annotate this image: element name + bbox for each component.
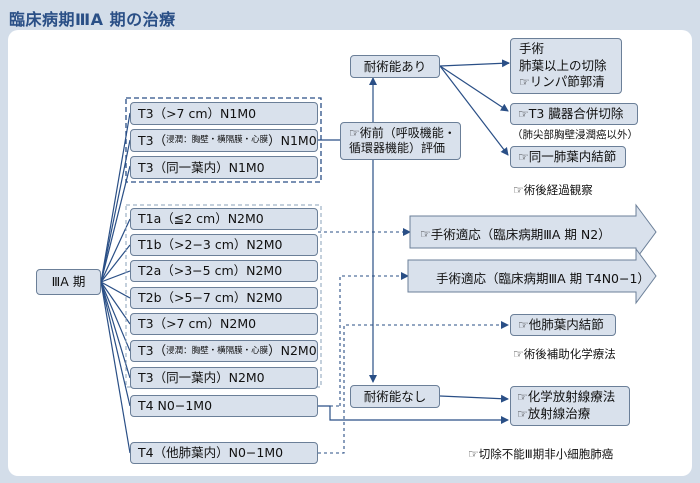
fan-line xyxy=(100,281,131,299)
ref-icon: ☞ xyxy=(513,347,524,361)
fan-line xyxy=(100,281,131,454)
inoperable-box[interactable]: 耐術能なし xyxy=(350,385,440,408)
group2-item-label: T1b（>2−3 cm）N2M0 xyxy=(138,237,283,253)
group2-item-suffix: ）N2M0 xyxy=(268,343,317,359)
fan-line xyxy=(100,139,131,283)
group1-item[interactable]: T3（>7 cm）N1M0 xyxy=(130,102,318,125)
t4-other-lobe-box[interactable]: T4（他肺葉内）N0−1M0 xyxy=(130,442,318,464)
group2-item-label: T3（>7 cm）N2M0 xyxy=(138,316,257,332)
fan-line xyxy=(100,244,131,283)
fan-line xyxy=(100,165,131,283)
fan-line xyxy=(100,281,131,325)
group2-item-small: 浸潤：胸壁・横隔膜・心膜 xyxy=(166,345,269,356)
n2-surgery-arrow-shape xyxy=(409,203,657,261)
t4-surgery-indication-label: 手術適応（臨床病期ⅢA 期 T4N0−1） xyxy=(436,271,650,286)
postop-observation-note: ☞術後経過観察 xyxy=(513,182,593,198)
group2-item-label: T2a（>3−5 cm）N2M0 xyxy=(138,263,283,279)
stage-box[interactable]: ⅢA 期 xyxy=(36,269,101,295)
fan-line xyxy=(100,281,131,379)
surgery-box[interactable]: 手術 肺葉以上の切除 ☞リンパ節郭清 xyxy=(510,38,622,94)
t4-other-lobe-label: T4（他肺葉内）N0−1M0 xyxy=(138,445,284,461)
postop-chemo-label: 術後補助化学療法 xyxy=(523,347,616,361)
ref-icon: ☞ xyxy=(513,183,524,197)
other-lobe-nodule-label: 他肺葉内結節 xyxy=(528,317,604,333)
ref-icon: ☞ xyxy=(420,226,431,241)
ref-icon: ☞ xyxy=(517,390,528,405)
radiotherapy-label: 放射線治療 xyxy=(527,406,591,421)
surgery-line3: リンパ節郭清 xyxy=(529,73,605,89)
same-lobe-nodule-box[interactable]: ☞同一肺葉内結節 xyxy=(510,146,626,168)
group1-item-label: T3（>7 cm）N1M0 xyxy=(138,105,257,121)
group2-item[interactable]: T1b（>2−3 cm）N2M0 xyxy=(130,234,318,256)
surgery-line1: 手術 xyxy=(519,41,545,57)
stage-label: ⅢA 期 xyxy=(51,274,86,290)
fan-line xyxy=(100,281,131,407)
group1-item-suffix: ）N1M0 xyxy=(268,132,317,148)
t3-resection-label: T3 臓器合併切除 xyxy=(528,106,624,122)
t4-to-chemoradiation-arrow xyxy=(318,405,509,424)
diagram-title: 臨床病期ⅢA 期の治療 xyxy=(9,10,176,29)
fan-line xyxy=(100,112,131,283)
group2-item-label: T3（ xyxy=(138,343,167,359)
t3-resection-box[interactable]: ☞T3 臓器合併切除 xyxy=(510,103,638,125)
ref-icon: ☞ xyxy=(349,126,360,140)
t4-to-t4-surgery-arrow xyxy=(339,272,409,406)
postop-chemo-note: ☞術後補助化学療法 xyxy=(513,346,616,362)
other-lobe-nodule-box[interactable]: ☞他肺葉内結節 xyxy=(510,314,616,336)
fan-line xyxy=(100,218,131,283)
postop-observation-label: 術後経過観察 xyxy=(523,183,593,197)
t4-n0-label: T4 N0−1M0 xyxy=(138,398,213,414)
operable-box[interactable]: 耐術能あり xyxy=(350,55,440,78)
ref-icon: ☞ xyxy=(518,149,529,164)
unresectable-reference-label: 切除不能Ⅲ期非小細胞肺癌 xyxy=(478,447,614,461)
ref-icon: ☞ xyxy=(518,106,529,121)
ref-icon: ☞ xyxy=(517,407,528,421)
n2-surgery-indication[interactable]: ☞手術適応（臨床病期ⅢA 期 N2） xyxy=(420,224,611,243)
group1-item-small: 浸潤：胸壁・横隔膜・心膜 xyxy=(166,135,269,146)
preop-eval-line2: 循環器機能）評価 xyxy=(349,141,446,155)
inoperable-label: 耐術能なし xyxy=(363,388,427,404)
operable-to-t3-resection-arrow xyxy=(439,65,509,112)
t4-other-to-other-lobe-arrow xyxy=(318,321,509,454)
chemoradiation-label: 化学放射線療法 xyxy=(527,389,616,405)
group2-item[interactable]: T3（>7 cm）N2M0 xyxy=(130,313,318,335)
inoperable-to-chemoradiation-arrow xyxy=(439,394,509,403)
t4-surgery-indication[interactable]: 手術適応（臨床病期ⅢA 期 T4N0−1） xyxy=(436,268,650,287)
t3-resection-note: （肺尖部胸壁浸潤癌以外） xyxy=(512,129,638,141)
group1-dashed-frame xyxy=(125,97,322,183)
group2-item[interactable]: T2b（>5−7 cm）N2M0 xyxy=(130,287,318,309)
t4-n0-box[interactable]: T4 N0−1M0 xyxy=(130,395,318,417)
group2-item-label: T1a（≦2 cm）N2M0 xyxy=(138,211,264,227)
unresectable-reference[interactable]: ☞切除不能Ⅲ期非小細胞肺癌 xyxy=(468,446,613,462)
ref-icon: ☞ xyxy=(519,74,530,89)
same-lobe-nodule-label: 同一肺葉内結節 xyxy=(528,149,617,165)
surgery-line2: 肺葉以上の切除 xyxy=(519,57,607,73)
group2-item[interactable]: T2a（>3−5 cm）N2M0 xyxy=(130,260,318,282)
group1-item[interactable]: T3（同一葉内）N1M0 xyxy=(130,156,318,179)
preop-evaluation-box[interactable]: ☞術前（呼吸機能・ 循環器機能）評価 xyxy=(340,122,461,160)
chemoradiation-box[interactable]: ☞化学放射線療法 ☞放射線治療 xyxy=(510,386,630,426)
ref-icon: ☞ xyxy=(468,447,479,461)
fan-line xyxy=(100,281,131,352)
ref-icon: ☞ xyxy=(518,317,529,332)
operable-to-same-lobe-arrow xyxy=(439,65,509,156)
operable-label: 耐術能あり xyxy=(363,58,427,74)
group2-item[interactable]: T3（同一葉内）N2M0 xyxy=(130,367,318,389)
group2-item-label: T2b（>5−7 cm）N2M0 xyxy=(138,290,283,306)
group2-item-label: T3（同一葉内）N2M0 xyxy=(138,370,265,386)
group2-item[interactable]: T3（浸潤：胸壁・横隔膜・心膜）N2M0 xyxy=(130,340,318,362)
group2-item[interactable]: T1a（≦2 cm）N2M0 xyxy=(130,208,318,230)
n2-surgery-indication-label: 手術適応（臨床病期ⅢA 期 N2） xyxy=(430,227,611,242)
operable-to-surgery-arrow xyxy=(439,59,510,68)
fan-line xyxy=(100,270,131,283)
group1-item[interactable]: T3（浸潤：胸壁・横隔膜・心膜）N1M0 xyxy=(130,129,318,152)
preop-eval-line1: 術前（呼吸機能・ xyxy=(359,126,456,140)
group1-item-label: T3（同一葉内）N1M0 xyxy=(138,159,265,175)
t4-surgery-arrow-shape xyxy=(407,247,657,305)
group1-item-label: T3（ xyxy=(138,132,167,148)
